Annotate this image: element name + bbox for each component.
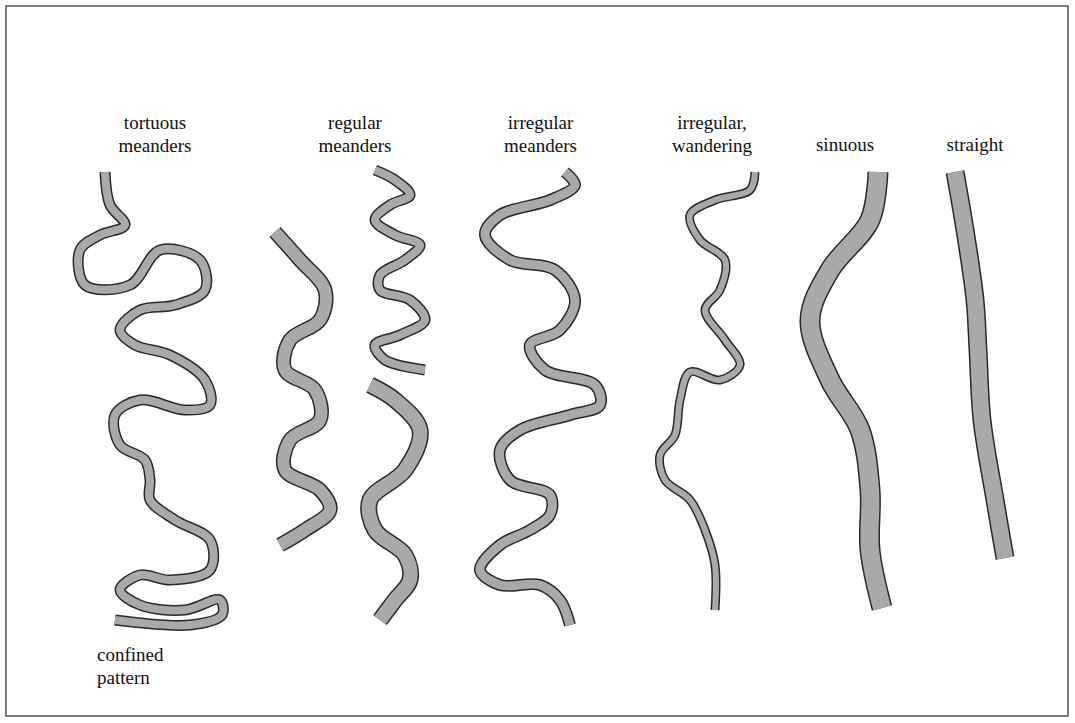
channel-bank [480,172,601,625]
river-channel [480,172,601,625]
river-channel [810,172,882,608]
pattern-label: sinuous [795,134,895,157]
river-channel [369,385,421,620]
river-channel [955,172,1005,558]
channel-water [480,172,601,625]
channel-bank [659,172,755,610]
channel-water [78,172,223,625]
river-channel [375,170,425,370]
pattern-label: tortuous meanders [95,112,215,158]
pattern-label: irregular meanders [478,112,603,158]
river-channel [659,172,755,610]
channel-water [375,170,425,370]
pattern-label: irregular, wandering [642,112,782,158]
channel-bank [955,172,1005,558]
channel-bank [78,172,223,625]
channel-water [659,172,755,610]
channel-bank [375,170,425,370]
river-channels [78,170,1005,625]
channel-water [275,232,330,545]
channel-water [369,385,421,620]
pattern-note: confined pattern [97,644,187,690]
channel-bank [369,385,421,620]
pattern-label: regular meanders [295,112,415,158]
channel-water [955,172,1005,558]
channel-bank [810,172,882,608]
frame-border [6,6,1068,716]
river-channel [78,172,223,625]
pattern-label: straight [925,134,1025,157]
river-channel [275,232,330,545]
channel-water [810,172,882,608]
channel-bank [275,232,330,545]
